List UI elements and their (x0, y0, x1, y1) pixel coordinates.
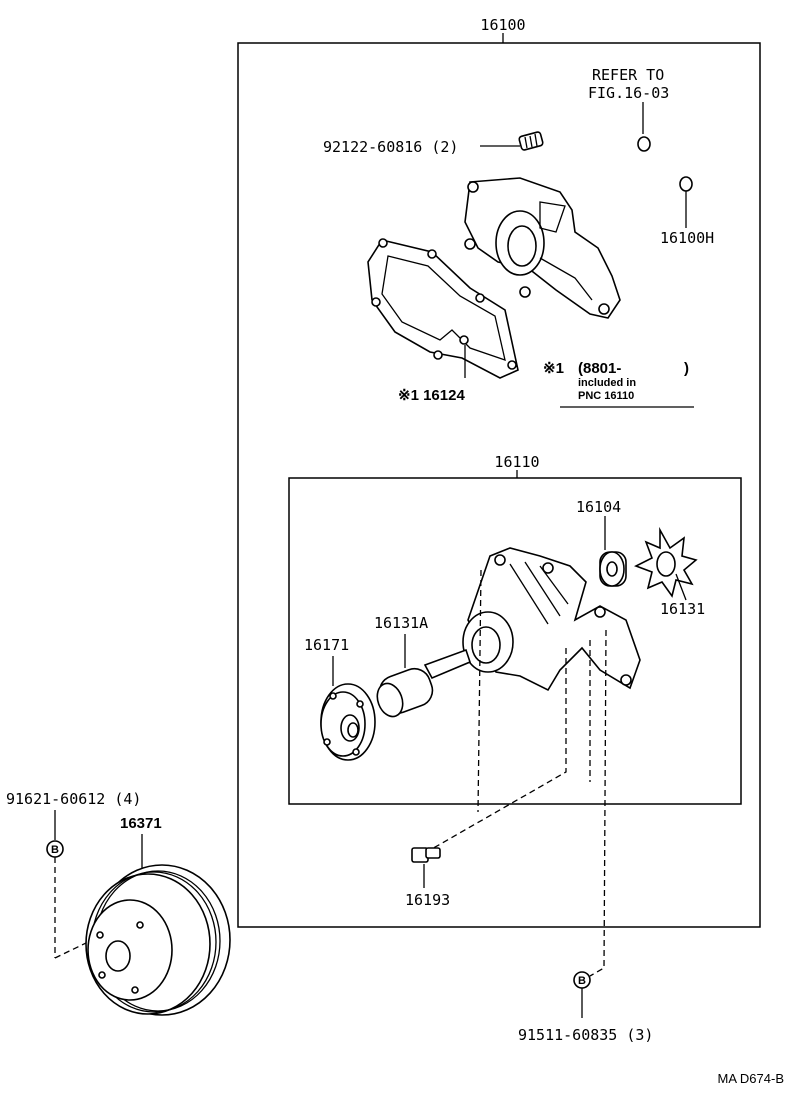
gasket-16124 (367, 238, 519, 379)
pump-cover (464, 177, 621, 319)
label-shaft: 16131A (374, 614, 428, 632)
stud-bolt (518, 131, 544, 151)
oring-16100h (679, 176, 693, 192)
oring-refer (637, 136, 651, 152)
subassembly-frame (288, 477, 742, 805)
impeller-16131 (634, 526, 698, 598)
b-mark-left-label: B (51, 844, 59, 856)
b-mark-bottom-label: B (578, 975, 586, 987)
label-bolt-b-bottom: 91511-60835 (3) (518, 1026, 653, 1044)
label-pulley: 16371 (120, 815, 162, 832)
pulley-16371 (85, 864, 231, 1016)
note-close: ) (684, 360, 689, 377)
bolt-16193 (411, 847, 441, 863)
footer-code: MA D674-B (718, 1071, 784, 1086)
note-date: (8801- (578, 360, 621, 377)
label-stud: 92122-60816 (2) (323, 138, 458, 156)
label-gasket: ※1 16124 (398, 387, 465, 404)
pump-housing (462, 547, 641, 692)
note-ref: ※1 (543, 360, 564, 377)
label-seal: 16104 (576, 498, 621, 516)
label-bolt-b-left: 91621-60612 (4) (6, 790, 141, 808)
seal-16104 (599, 551, 627, 587)
shaft-16131a (376, 648, 471, 718)
note-line3: PNC 16110 (578, 390, 634, 402)
label-impeller: 16131 (660, 600, 705, 618)
label-oring: 16100H (660, 229, 714, 247)
label-flange: 16171 (304, 636, 349, 654)
note-line2: included in (578, 377, 636, 389)
label-bolt: 16193 (405, 891, 450, 909)
label-assembly: 16100 (480, 16, 525, 34)
flange-16171 (320, 683, 376, 761)
label-pump-subassy: 16110 (494, 453, 539, 471)
label-refer-line1: REFER TO (592, 66, 664, 84)
assembly-frame (237, 42, 761, 928)
label-refer-line2: FIG.16-03 (588, 84, 669, 102)
